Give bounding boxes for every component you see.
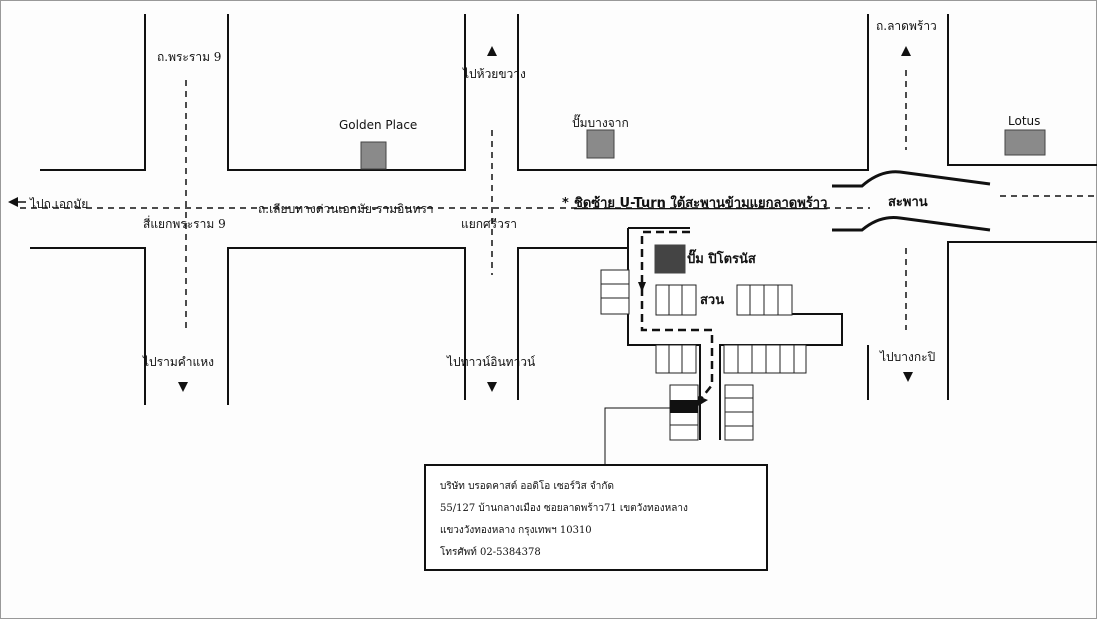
arrow-down-ramkhamhaeng-icon (178, 382, 188, 392)
golden-place-building (360, 141, 387, 170)
label-to-ramkhamhaeng: ไปรามคำแหง (142, 355, 214, 369)
label-to-bangkapi: ไปบางกะปิ (879, 350, 935, 364)
label-sriwara-intersection: แยกศรีวรา (461, 217, 517, 231)
label-lat-phrao-road: ถ.ลาดพร้าว (876, 19, 937, 33)
label-bridge: สะพาน (888, 195, 928, 210)
label-pump-petronas: ปั๊ม ปิโตรนัส (687, 249, 756, 267)
route-path (640, 230, 714, 401)
lat-phrao-road (832, 14, 1097, 400)
company-building (670, 400, 698, 413)
shophouses-lower (655, 344, 807, 441)
label-to-town-in-town: ไปทาวน์อินทาวน์ (446, 355, 535, 369)
label-park: สวน (700, 293, 724, 308)
label-pump-bangchak: ปั๊มบางจาก (572, 114, 629, 130)
label-ekkamai-ramindra-road: ถ.เลียบทางด่วนเอกมัย-รามอินทรา (258, 202, 434, 216)
label-lotus: Lotus (1008, 114, 1040, 128)
label-rama9-intersection: สี่แยกพระราม 9 (143, 215, 226, 231)
company-address-line1: 55/127 บ้านกลางเมือง ซอยลาดพร้าว71 เขตวั… (440, 503, 688, 514)
route-arrow-down-icon (638, 282, 646, 292)
label-uturn-note: ชิดซ้าย U-Turn ใต้สะพานข้ามแยกลาดพร้าว (574, 194, 827, 211)
arrow-up-lat-phrao-icon (901, 46, 911, 56)
info-leader-line (604, 407, 670, 464)
company-info-box: บริษัท บรอดคาสต์ ออดิโอ เซอร์วิส จำกัด 5… (424, 464, 768, 571)
label-uturn-star: * (562, 196, 569, 211)
lotus-building (1004, 129, 1046, 156)
company-phone: โทรศัพท์ 02-5384378 (440, 547, 541, 558)
label-to-ekkamai: ไปถ.เอกมัย (29, 197, 88, 211)
rama9-road (20, 14, 555, 405)
company-address-line2: แขวงวังทองหลาง กรุงเทพฯ 10310 (440, 525, 592, 536)
arrow-down-bangkapi-icon (903, 372, 913, 382)
petronas-pump-building (654, 244, 686, 274)
route-arrow-end-icon (698, 396, 708, 406)
label-golden-place: Golden Place (339, 118, 417, 132)
bangchak-pump-building (586, 129, 615, 159)
label-rama9-road: ถ.พระราม 9 (157, 50, 221, 64)
arrow-up-huai-khwang-icon (487, 46, 497, 56)
arrow-left-ekkamai-icon (8, 197, 18, 207)
company-name: บริษัท บรอดคาสต์ ออดิโอ เซอร์วิส จำกัด (440, 481, 614, 492)
label-to-huai-khwang: ไปห้วยขวาง (462, 67, 526, 81)
shophouses-left (600, 269, 630, 315)
arrow-down-town-in-town-icon (487, 382, 497, 392)
shophouses-top (655, 284, 793, 316)
